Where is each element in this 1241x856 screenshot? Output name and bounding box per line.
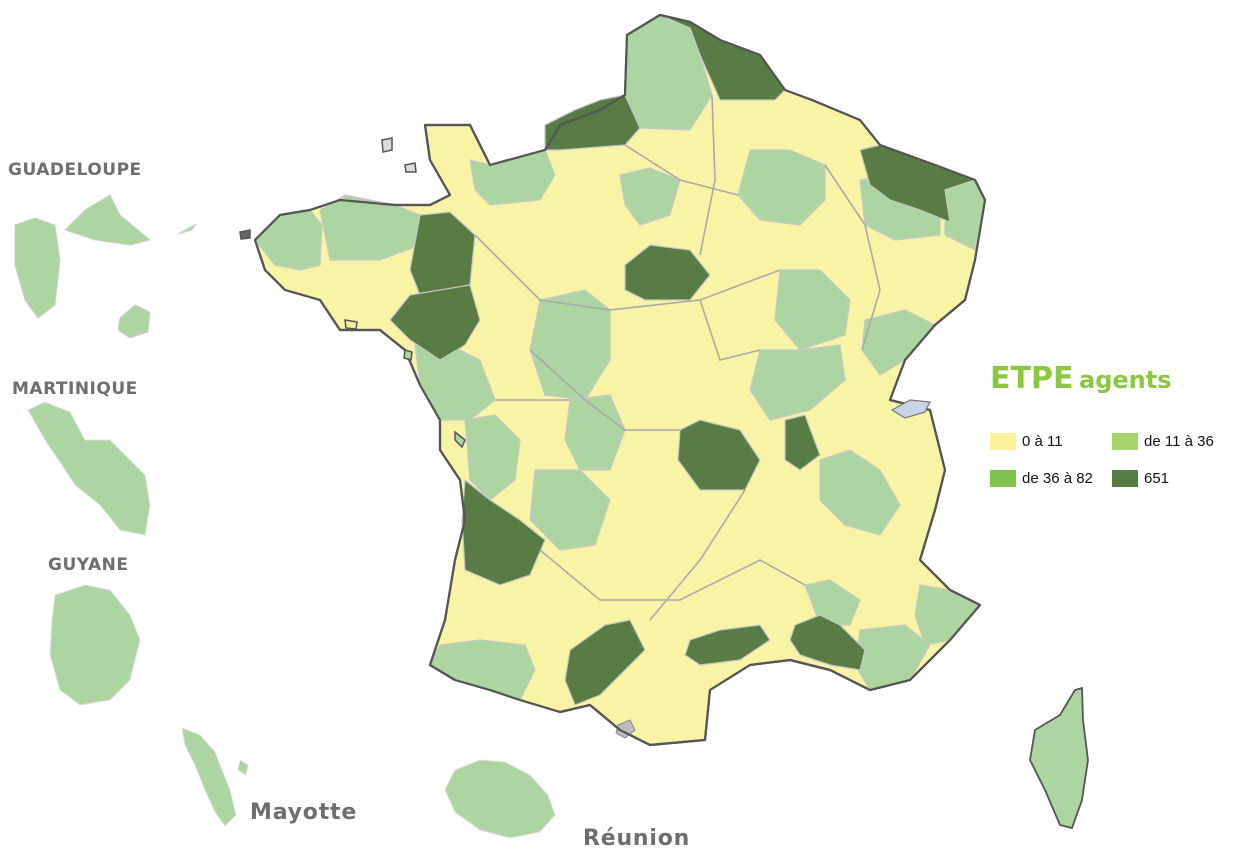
legend-swatch [990, 433, 1016, 450]
corsica [1029, 686, 1089, 830]
dept-bouches-rhone [789, 614, 866, 671]
mayotte-shape [181, 727, 249, 827]
dept-pyrenees-atl [429, 639, 536, 701]
dept-seine-maritime [544, 94, 641, 151]
label-mayotte: Mayotte [250, 800, 358, 825]
dept-rhone [784, 414, 821, 471]
lake-geneva [890, 399, 931, 419]
legend-label: de 36 à 82 [1022, 470, 1093, 487]
legend-swatch [1112, 433, 1138, 450]
dept-charente-mar [464, 414, 521, 501]
dept-saone-loire [749, 344, 846, 421]
dept-loire-atl [389, 284, 481, 361]
label-guyane: GUYANE [48, 555, 129, 575]
mainland-coastline [253, 13, 987, 747]
dept-herault [684, 624, 771, 666]
light-green-departments [254, 14, 986, 701]
legend-label: 0 à 11 [1022, 433, 1063, 450]
legend-item-11-36: de 11 à 36 [1112, 433, 1214, 450]
martinique-shape [27, 401, 151, 536]
dept-marne [737, 149, 826, 226]
legend-label: de 11 à 36 [1144, 433, 1214, 450]
legend-item-36-82: de 36 à 82 [990, 470, 1093, 487]
dept-isere [819, 449, 901, 536]
legend-title-sub: agents [1079, 366, 1172, 394]
legend-item-0-11: 0 à 11 [990, 433, 1063, 450]
dept-haute-garonne [564, 619, 646, 706]
dept-puy-de-dome [677, 419, 761, 491]
legend-label: 651 [1144, 470, 1170, 487]
label-martinique: MARTINIQUE [12, 379, 138, 399]
legend-swatch [1112, 470, 1138, 487]
reunion-shape [444, 759, 556, 839]
guyane-shape [49, 584, 141, 706]
region-borders [474, 94, 881, 621]
legend-swatch [990, 470, 1016, 487]
dept-indre [529, 289, 611, 401]
legend-item-651: 651 [1112, 470, 1169, 487]
label-guadeloupe: GUADELOUPE [8, 160, 142, 180]
legend-title-main: ETPE [990, 361, 1074, 396]
dept-loiret [624, 244, 711, 301]
islands [239, 137, 466, 449]
legend-title: ETPE agents [990, 361, 1172, 396]
dark-green-departments [389, 14, 976, 706]
dept-gironde [461, 479, 546, 586]
dept-vienne [564, 394, 626, 471]
dept-dordogne [529, 469, 611, 551]
guadeloupe-shape [14, 194, 197, 339]
label-reunion: Réunion [583, 826, 691, 851]
dept-cote-or [774, 269, 851, 351]
dept-oise [619, 167, 681, 226]
